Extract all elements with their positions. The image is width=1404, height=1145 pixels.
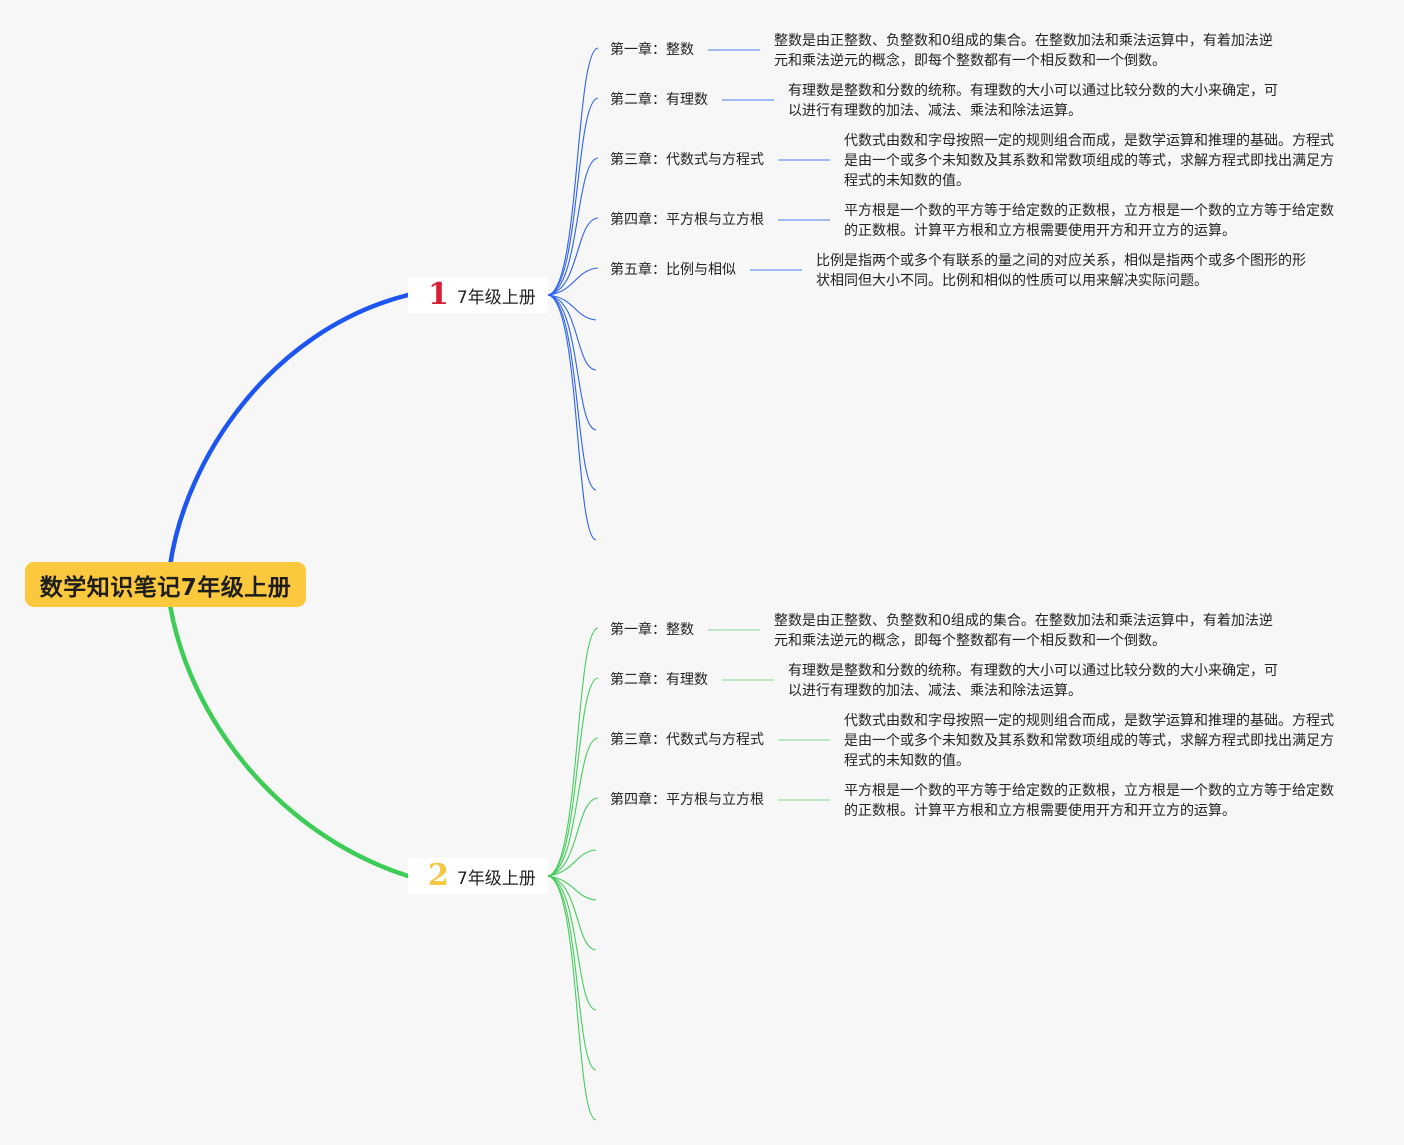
branch-label-2: 7年级上册 [456, 868, 536, 889]
branch-node-1[interactable]: 1 7年级上册 [408, 277, 548, 313]
branch-number-2: 2 [428, 858, 449, 893]
chapter-node[interactable]: 第二章：有理数 [610, 92, 708, 108]
chapter-description: 有理数是整数和分数的统称。有理数的大小可以通过比较分数的大小来确定，可以进行有理… [788, 83, 1278, 119]
chapter-description: 平方根是一个数的平方等于给定数的正数根，立方根是一个数的立方等于给定数的正数根。… [844, 783, 1334, 819]
chapter-node[interactable]: 第三章：代数式与方程式 [610, 732, 764, 748]
chapter-node[interactable]: 第五章：比例与相似 [610, 262, 736, 278]
chapter-description: 比例是指两个或多个有联系的量之间的对应关系，相似是指两个或多个图形的形状相同但大… [816, 253, 1306, 289]
branch-number-1: 1 [428, 277, 449, 312]
fan-line [547, 294, 597, 431]
chapter-node[interactable]: 第一章：整数 [610, 42, 694, 58]
fan-line [547, 875, 597, 901]
branch-1-fan [547, 47, 599, 541]
main-branch-line-1 [167, 292, 411, 569]
branch-1-connectors [708, 49, 830, 271]
fan-line [547, 797, 599, 877]
chapter-node[interactable]: 第三章：代数式与方程式 [610, 152, 764, 168]
fan-line [547, 677, 599, 877]
chapter-node[interactable]: 第四章：平方根与立方根 [610, 212, 764, 228]
fan-line [547, 47, 599, 296]
branch-node-2[interactable]: 2 7年级上册 [408, 858, 548, 894]
chapter-node[interactable]: 第四章：平方根与立方根 [610, 792, 764, 808]
fan-line [547, 294, 597, 491]
fan-line [547, 157, 599, 296]
chapter-node[interactable]: 第一章：整数 [610, 622, 694, 638]
fan-line [547, 627, 599, 877]
fan-line [547, 294, 597, 541]
chapter-description: 代数式由数和字母按照一定的规则组合而成，是数学运算和推理的基础。方程式是由一个或… [844, 713, 1334, 769]
fan-line [547, 875, 597, 951]
fan-line [547, 294, 597, 371]
branch-label-1: 7年级上册 [456, 287, 536, 308]
root-title: 数学知识笔记7年级上册 [39, 574, 292, 601]
fan-line [547, 875, 597, 1121]
fan-line [547, 217, 599, 296]
chapter-node[interactable]: 第二章：有理数 [610, 672, 708, 688]
chapter-description: 整数是由正整数、负整数和0组成的集合。在整数加法和乘法运算中，有着加法逆元和乘法… [774, 613, 1273, 649]
main-branch-line-2 [167, 602, 411, 879]
fan-line [547, 294, 597, 321]
fan-line [547, 737, 599, 877]
branch-2-fan [547, 627, 599, 1121]
chapter-description: 代数式由数和字母按照一定的规则组合而成，是数学运算和推理的基础。方程式是由一个或… [844, 133, 1334, 189]
fan-line [547, 875, 597, 1011]
fan-line [547, 849, 597, 877]
fan-line [547, 267, 599, 296]
fan-line [547, 97, 599, 296]
fan-line [547, 875, 597, 1071]
chapter-description: 有理数是整数和分数的统称。有理数的大小可以通过比较分数的大小来确定，可以进行有理… [788, 663, 1278, 699]
chapter-description: 平方根是一个数的平方等于给定数的正数根，立方根是一个数的立方等于给定数的正数根。… [844, 203, 1334, 239]
root-node[interactable]: 数学知识笔记7年级上册 [25, 562, 306, 607]
chapter-description: 整数是由正整数、负整数和0组成的集合。在整数加法和乘法运算中，有着加法逆元和乘法… [774, 33, 1273, 69]
branch-2-connectors [708, 629, 830, 801]
